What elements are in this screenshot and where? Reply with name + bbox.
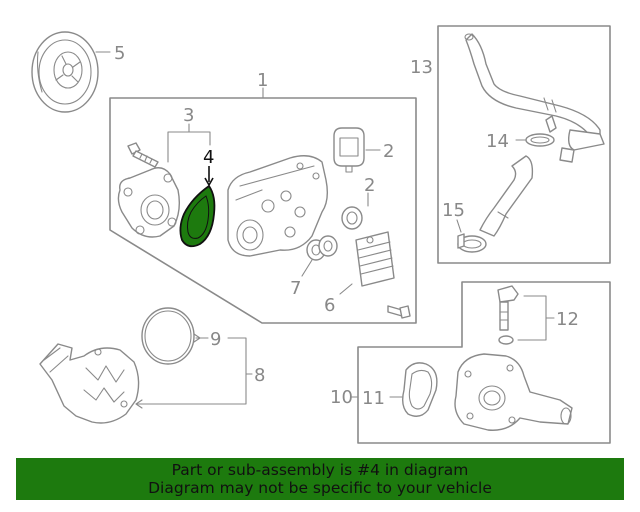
part-info-banner: Part or sub-assembly is #4 in diagram Di… bbox=[16, 458, 624, 500]
callout-12: 12 bbox=[556, 309, 579, 330]
o-ring-part bbox=[306, 235, 338, 261]
leader-line-6 bbox=[339, 283, 353, 295]
callout-10: 10 bbox=[330, 387, 353, 408]
bolt-part bbox=[127, 142, 159, 168]
callout-2a: 2 bbox=[383, 141, 394, 162]
gasket-part-highlighted bbox=[179, 184, 216, 248]
callout-3: 3 bbox=[183, 105, 194, 126]
leader-line-8 bbox=[135, 337, 247, 405]
group-box-1 bbox=[109, 97, 417, 324]
small-clamp-part bbox=[457, 233, 487, 253]
callout-2b: 2 bbox=[364, 175, 375, 196]
pulley-part bbox=[31, 31, 99, 113]
callout-8: 8 bbox=[254, 365, 265, 386]
upper-hose-part bbox=[464, 33, 605, 163]
banner-line-1: Part or sub-assembly is #4 in diagram bbox=[171, 461, 469, 479]
sensor-part bbox=[497, 285, 519, 345]
group-box-10 bbox=[357, 281, 611, 444]
small-bolt-part bbox=[387, 305, 411, 319]
large-seal-ring-part bbox=[141, 307, 195, 365]
water-pump-part bbox=[117, 167, 181, 238]
water-outlet-part bbox=[454, 353, 573, 431]
callout-14: 14 bbox=[486, 131, 509, 152]
leader-line-15 bbox=[456, 219, 462, 233]
housing-gasket-part bbox=[401, 362, 438, 417]
callout-4: 4 bbox=[203, 147, 214, 168]
coolant-outlet-part bbox=[39, 343, 140, 424]
callout-1: 1 bbox=[257, 70, 268, 91]
group-box-13 bbox=[437, 25, 611, 264]
callout-11: 11 bbox=[362, 388, 385, 409]
callout-15: 15 bbox=[442, 200, 465, 221]
lower-hose-part bbox=[479, 155, 534, 237]
banner-line-2: Diagram may not be specific to your vehi… bbox=[148, 479, 492, 497]
leader-line-7 bbox=[301, 259, 313, 277]
seal-ring-part bbox=[341, 206, 363, 230]
oil-cooler-part bbox=[355, 231, 395, 287]
callout-13: 13 bbox=[410, 57, 433, 78]
callout-9: 9 bbox=[210, 329, 221, 350]
thermostat-housing-part bbox=[227, 155, 329, 257]
callout-7: 7 bbox=[290, 278, 301, 299]
hose-clamp-part bbox=[525, 115, 557, 147]
callout-5: 5 bbox=[114, 43, 125, 64]
leader-line-12 bbox=[517, 295, 547, 341]
callout-6: 6 bbox=[324, 295, 335, 316]
gasket-square-part bbox=[333, 127, 365, 173]
